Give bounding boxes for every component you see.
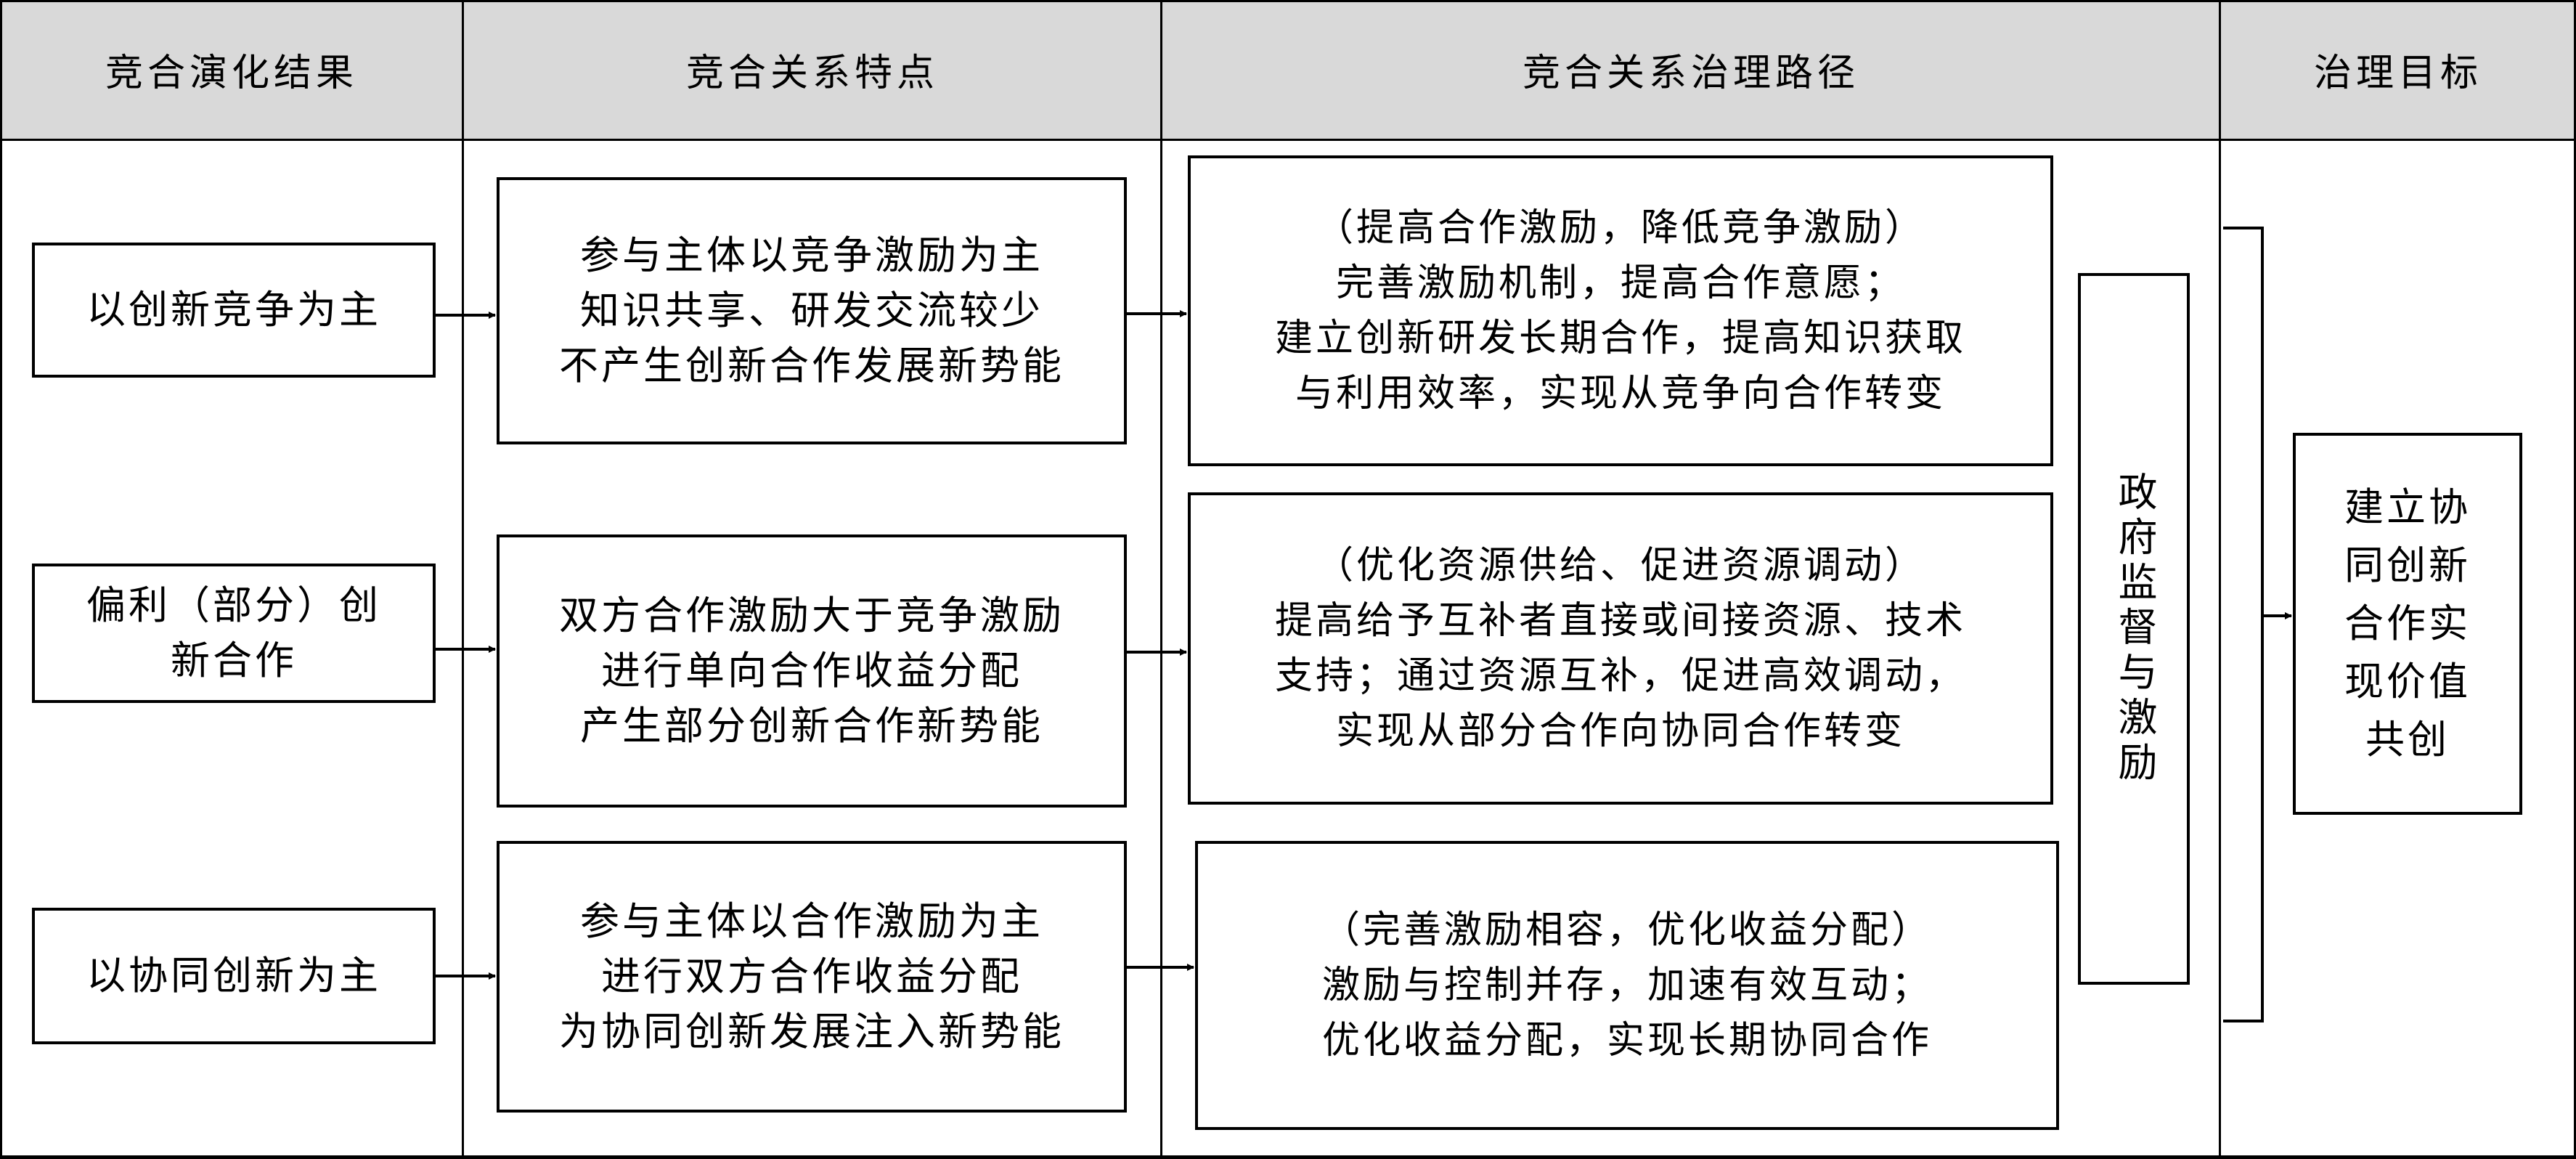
frame-left <box>0 0 2 1159</box>
result-box-partial-cooperation: 偏利（部分）创 新合作 <box>32 564 436 703</box>
feature-text-3: 参与主体以合作激励为主 进行双方合作收益分配 为协同创新发展注入新势能 <box>559 894 1064 1060</box>
divider-1 <box>462 0 464 1159</box>
feature-line: 参与主体以合作激励为主 <box>580 898 1043 944</box>
feature-line: 参与主体以竞争激励为主 <box>580 232 1043 278</box>
feature-text-2: 双方合作激励大于竞争激励 进行单向合作收益分配 产生部分创新合作新势能 <box>559 588 1064 754</box>
header-features-label: 竞合关系特点 <box>685 52 939 95</box>
path-line: 激励与控制并存，加速有效互动； <box>1321 964 1932 1007</box>
goal-text: 建立协 同创新 合作实 现价值 共创 <box>2344 479 2471 769</box>
feature-box-1: 参与主体以竞争激励为主 知识共享、研发交流较少 不产生创新合作发展新势能 <box>497 177 1127 444</box>
path-line: 建立创新研发长期合作，提高知识获取 <box>1274 317 1966 360</box>
divider-2 <box>1160 0 1162 1159</box>
header-results-label: 竞合演化结果 <box>105 52 358 95</box>
path-text-2: （优化资源供给、促进资源调动） 提高给予互补者直接或间接资源、技术 支持；通过资… <box>1275 538 1966 759</box>
goal-box: 建立协 同创新 合作实 现价值 共创 <box>2293 433 2522 815</box>
feature-text-1: 参与主体以竞争激励为主 知识共享、研发交流较少 不产生创新合作发展新势能 <box>559 228 1064 394</box>
path-line: 实现从部分合作向协同合作转变 <box>1335 709 1905 753</box>
feature-line: 双方合作激励大于竞争激励 <box>559 593 1064 638</box>
header-col-goal: 治理目标 <box>2220 0 2576 141</box>
feature-line: 知识共享、研发交流较少 <box>580 288 1043 333</box>
bracket-to-goal <box>2223 227 2264 1022</box>
path-line: 与利用效率，实现从竞争向合作转变 <box>1295 372 1946 415</box>
path-box-3: （完善激励相容，优化收益分配） 激励与控制并存，加速有效互动； 优化收益分配，实… <box>1195 841 2059 1130</box>
header-col-results: 竞合演化结果 <box>0 0 463 141</box>
path-box-2: （优化资源供给、促进资源调动） 提高给予互补者直接或间接资源、技术 支持；通过资… <box>1188 492 2053 805</box>
header-col-paths: 竞合关系治理路径 <box>1162 0 2220 141</box>
path-line: 提高给予互补者直接或间接资源、技术 <box>1274 599 1966 643</box>
feature-line: 不产生创新合作发展新势能 <box>559 343 1064 389</box>
result-box-competition: 以创新竞争为主 <box>32 243 436 378</box>
feature-box-2: 双方合作激励大于竞争激励 进行单向合作收益分配 产生部分创新合作新势能 <box>497 534 1127 808</box>
feature-line: 产生部分创新合作新势能 <box>580 703 1043 749</box>
feature-line: 进行双方合作收益分配 <box>601 953 1022 999</box>
path-line: （优化资源供给、促进资源调动） <box>1315 544 1925 587</box>
goal-line: 合作实 <box>2344 601 2471 646</box>
path-line: （提高合作激励，降低竞争激励） <box>1315 206 1925 250</box>
result-box-synergy: 以协同创新为主 <box>32 908 436 1044</box>
result-text-competition: 以创新竞争为主 <box>86 282 381 338</box>
path-line: 完善激励机制，提高合作意愿； <box>1335 261 1905 305</box>
goal-line: 共创 <box>2365 717 2450 762</box>
government-label: 政府监督与激励 <box>2111 471 2157 786</box>
feature-line: 为协同创新发展注入新势能 <box>559 1009 1064 1054</box>
path-text-3: （完善激励相容，优化收益分配） 激励与控制并存，加速有效互动； 优化收益分配，实… <box>1322 903 1932 1068</box>
divider-3 <box>2219 0 2221 1159</box>
frame-right <box>2574 0 2576 1159</box>
frame-bottom <box>0 1155 2576 1159</box>
result-line: 以协同创新为主 <box>86 953 381 999</box>
result-text-partial-cooperation: 偏利（部分）创 新合作 <box>86 578 381 688</box>
path-line: 支持；通过资源互补，促进高效调动， <box>1274 654 1966 698</box>
header-goal-label: 治理目标 <box>2313 52 2482 95</box>
goal-line: 同创新 <box>2344 542 2471 588</box>
path-line: （完善激励相容，优化收益分配） <box>1321 908 1932 952</box>
goal-line: 建立协 <box>2344 484 2471 530</box>
path-line: 优化收益分配，实现长期协同合作 <box>1321 1019 1932 1062</box>
path-text-1: （提高合作激励，降低竞争激励） 完善激励机制，提高合作意愿； 建立创新研发长期合… <box>1275 200 1966 421</box>
feature-line: 进行单向合作收益分配 <box>601 648 1022 694</box>
result-line: 以创新竞争为主 <box>86 287 381 333</box>
result-line: 新合作 <box>171 638 297 683</box>
frame-top <box>0 0 2576 2</box>
government-box: 政府监督与激励 <box>2078 273 2190 985</box>
result-line: 偏利（部分）创 <box>86 582 381 628</box>
feature-box-3: 参与主体以合作激励为主 进行双方合作收益分配 为协同创新发展注入新势能 <box>497 841 1127 1113</box>
header-paths-label: 竞合关系治理路径 <box>1522 52 1859 95</box>
goal-line: 现价值 <box>2344 659 2471 704</box>
path-box-1: （提高合作激励，降低竞争激励） 完善激励机制，提高合作意愿； 建立创新研发长期合… <box>1188 155 2053 466</box>
header-col-features: 竞合关系特点 <box>463 0 1162 141</box>
result-text-synergy: 以协同创新为主 <box>86 948 381 1004</box>
